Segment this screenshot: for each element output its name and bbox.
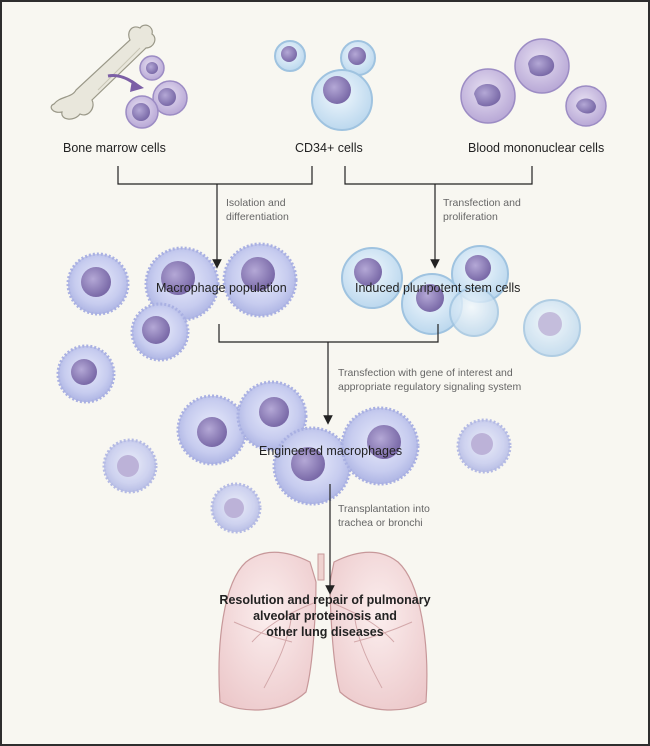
engineered-macrophage-cells: [102, 380, 512, 534]
step-isolation-line2: differentiation: [226, 211, 289, 223]
outcome-line1: Resolution and repair of pulmonary: [219, 593, 431, 607]
lungs-illustration: [218, 551, 428, 711]
mononuclear-cell-group: [460, 38, 607, 127]
step-gene-line2: appropriate regulatory signaling system: [338, 381, 522, 393]
step-gene-transfection: Transfection with gene of interest and a…: [338, 366, 521, 394]
step-transplant-line2: trachea or bronchi: [338, 517, 423, 529]
bone-marrow-cell-group: [125, 55, 188, 129]
label-ipsc: Induced pluripotent stem cells: [355, 281, 521, 295]
bone-illustration: [50, 24, 156, 120]
label-engineered-macrophages: Engineered macrophages: [259, 444, 403, 458]
label-cd34-cells: CD34+ cells: [295, 141, 363, 155]
step-gene-line1: Transfection with gene of interest and: [338, 367, 513, 379]
macrophage-population-cells: [56, 242, 298, 404]
step-transfection-proliferation: Transfection and proliferation: [443, 196, 521, 224]
step-transplantation: Transplantation into trachea or bronchi: [338, 502, 430, 530]
label-blood-mononuclear-cells: Blood mononuclear cells: [468, 141, 605, 155]
step-transfection-line1: Transfection and: [443, 197, 521, 209]
top-connectors: [117, 166, 533, 269]
ipsc-cells: [341, 245, 581, 357]
middle-connector: [218, 324, 439, 425]
outcome-line3: other lung diseases: [266, 625, 384, 639]
step-transfection-line2: proliferation: [443, 211, 498, 223]
label-bone-marrow-cells: Bone marrow cells: [63, 141, 166, 155]
outcome-line2: alveolar proteinosis and: [253, 609, 397, 623]
cd34-cell-group: [274, 40, 376, 131]
step-isolation: Isolation and differentiation: [226, 196, 289, 224]
outcome-label: Resolution and repair of pulmonary alveo…: [205, 592, 445, 640]
step-transplant-line1: Transplantation into: [338, 503, 430, 515]
label-macrophage-population: Macrophage population: [156, 281, 287, 295]
step-isolation-line1: Isolation and: [226, 197, 286, 209]
